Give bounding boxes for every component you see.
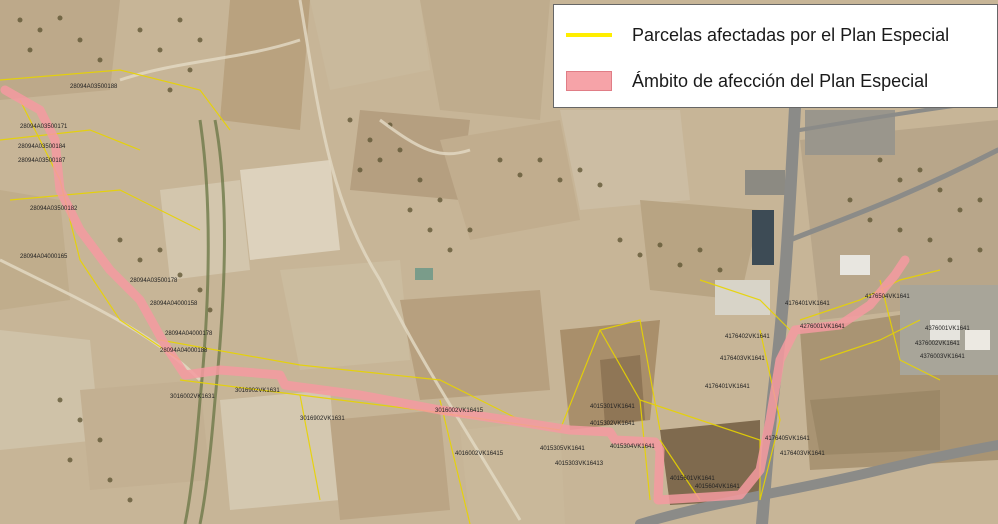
parcel-label: 4176405VK1641 — [765, 436, 810, 442]
parcel-label: 28094A03500184 — [18, 144, 66, 150]
parcel-label: 3016902VK1631 — [300, 416, 345, 422]
parcel-label: 4015302VK1641 — [590, 421, 635, 427]
parcel-label: 28094A03500171 — [20, 124, 68, 130]
parcel-label: 28094A03500187 — [18, 158, 66, 164]
parcel-label: 4376001VK1641 — [925, 326, 970, 332]
legend-area-swatch — [566, 71, 612, 91]
parcel-label: 4015303VK16413 — [555, 461, 604, 467]
parcel-label: 4015604VK1641 — [695, 484, 740, 490]
parcel-label: 28094A03500188 — [70, 84, 118, 90]
legend-label-area: Ámbito de afección del Plan Especial — [632, 70, 929, 91]
parcel-label: 3016002VK1631 — [170, 394, 215, 400]
parcel-label: 4376002VK1641 — [915, 341, 960, 347]
parcel-label: 28094A04000178 — [165, 331, 213, 337]
affected-area-corridor — [0, 85, 910, 505]
parcel-label: 28094A04000158 — [150, 301, 198, 307]
parcel-label: 4176401VK1641 — [785, 301, 830, 307]
parcel-label: 4016002VK16415 — [455, 451, 504, 457]
parcel-label: 4176403VK1641 — [720, 356, 765, 362]
parcel-label: 4015601VK1641 — [670, 476, 715, 482]
parcel-label: 28094A03500182 — [30, 206, 78, 212]
parcel-label: 28094A04000188 — [160, 348, 208, 354]
parcel-label: 3016902VK1631 — [235, 388, 280, 394]
legend-line-swatch — [566, 33, 612, 37]
legend-label-parcels: Parcelas afectadas por el Plan Especial — [632, 24, 950, 45]
parcel-label: 4176402VK1641 — [725, 334, 770, 340]
affected-parcel-lines — [0, 69, 941, 524]
parcel-label: 28094A04000165 — [20, 254, 68, 260]
parcel-labels: 28094A03500188 28094A03500171 28094A035001… — [18, 84, 970, 490]
parcel-label: 4376003VK1641 — [920, 354, 965, 360]
legend-item-area: Ámbito de afección del Plan Especial — [554, 61, 997, 101]
parcel-label: 4015304VK1641 — [610, 444, 655, 450]
parcel-label: 4015301VK1641 — [590, 404, 635, 410]
parcel-label: 4276001VK1641 — [800, 324, 845, 330]
legend-item-parcels: Parcelas afectadas por el Plan Especial — [554, 15, 997, 55]
olive-trees — [17, 15, 983, 503]
map-legend: Parcelas afectadas por el Plan Especial … — [553, 4, 998, 108]
parcel-label: 4176504VK1641 — [865, 294, 910, 300]
parcel-label: 28094A03500178 — [130, 278, 178, 284]
parcel-label: 4015305VK1641 — [540, 446, 585, 452]
parcel-label: 4176401VK1641 — [705, 384, 750, 390]
buildings — [415, 110, 998, 375]
parcel-label: 4176403VK1641 — [780, 451, 825, 457]
parcel-label: 3016002VK16415 — [435, 408, 484, 414]
